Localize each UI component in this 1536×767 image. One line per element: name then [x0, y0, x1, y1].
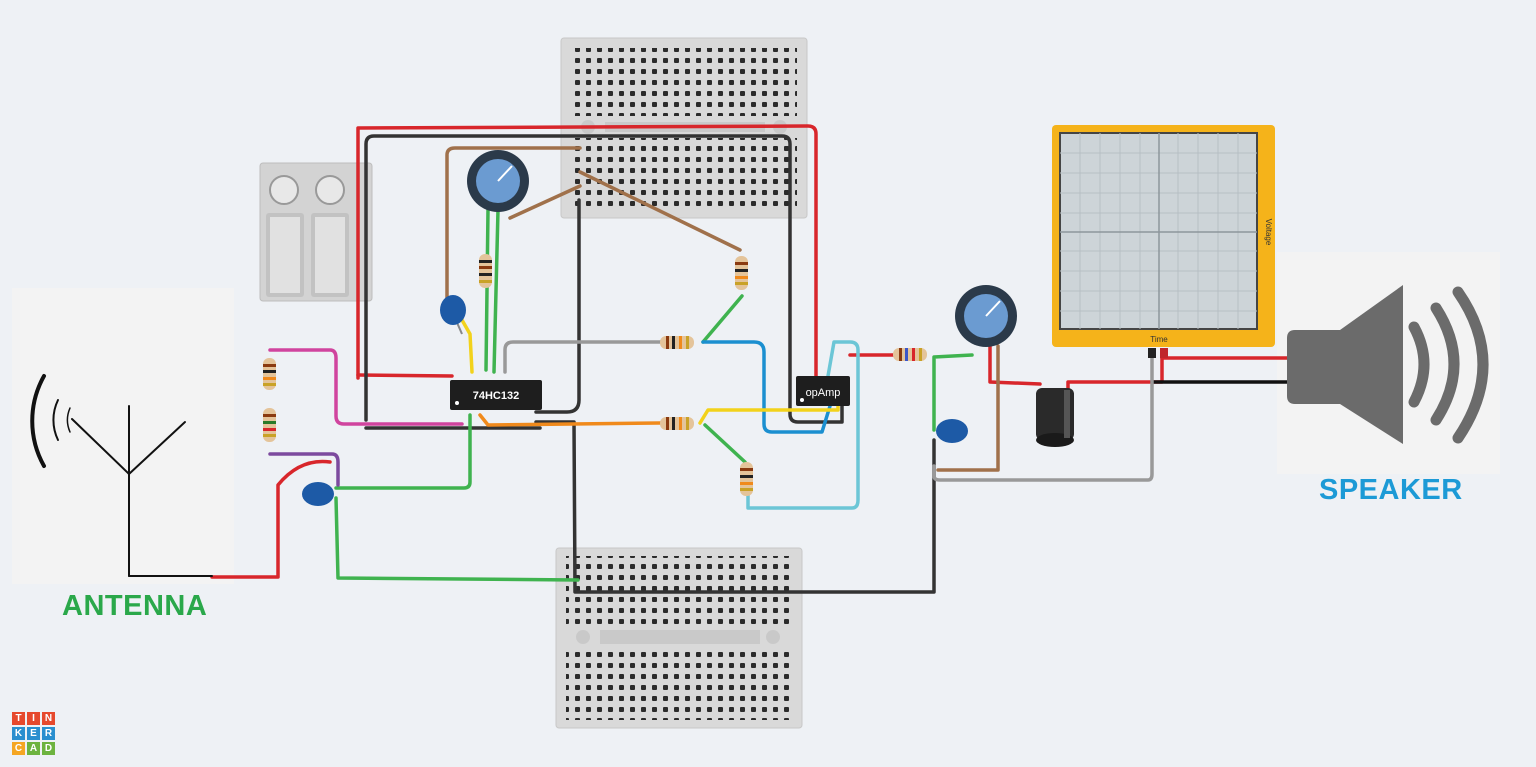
resistor-opamp-out[interactable] [893, 348, 927, 361]
wire-magenta[interactable] [268, 348, 464, 426]
ic-opamp-label: opAmp [806, 387, 841, 399]
logo-letter: I [27, 712, 40, 725]
logo-letter: A [27, 742, 40, 755]
tinkercad-logo: T I N K E R C A D [12, 712, 56, 756]
antenna-label: ANTENNA [62, 590, 208, 622]
logo-letter: K [12, 727, 25, 740]
resistor-antenna-b[interactable] [263, 408, 276, 442]
wire-red-ic[interactable] [356, 373, 454, 378]
breadboard-bottom[interactable] [555, 547, 803, 729]
wire-green-res-top[interactable] [701, 294, 744, 344]
resistor-ic-bottom[interactable] [660, 417, 694, 430]
logo-letter: T [12, 712, 25, 725]
wire-cyan[interactable] [746, 340, 860, 510]
wire-brown-pot[interactable] [508, 184, 582, 220]
wire-gray-ic[interactable] [503, 340, 665, 374]
logo-letter: C [12, 742, 25, 755]
wire-black-gnd[interactable] [534, 420, 936, 594]
ic-opamp[interactable]: opAmp [796, 376, 850, 406]
wire-green-ic[interactable] [334, 413, 472, 490]
potentiometer-left[interactable] [467, 150, 529, 212]
wire-green-bottom[interactable] [334, 496, 580, 582]
breadboard-top[interactable] [560, 37, 808, 219]
wire-green-right[interactable] [932, 353, 974, 432]
ceramic-capacitor-right[interactable] [936, 419, 968, 443]
resistor-top-left[interactable] [479, 254, 492, 288]
antenna-panel[interactable] [12, 288, 234, 584]
wire-black-mid[interactable] [534, 198, 581, 414]
power-supply[interactable] [259, 162, 373, 302]
wire-brown-right[interactable] [936, 344, 1000, 472]
logo-letter: D [42, 742, 55, 755]
wire-yellow-ic[interactable] [460, 318, 474, 374]
electrolytic-capacitor[interactable] [1036, 388, 1074, 447]
logo-letter: R [42, 727, 55, 740]
ic-74hc132[interactable]: 74HC132 [450, 380, 542, 410]
potentiometer-right[interactable] [955, 285, 1017, 347]
wire-red-antenna[interactable] [210, 459, 332, 579]
speaker-label: SPEAKER [1319, 474, 1463, 506]
resistor-right-lower[interactable] [740, 462, 753, 496]
wire-brown-left[interactable] [445, 146, 582, 302]
logo-letter: N [42, 712, 55, 725]
antenna-icon [30, 374, 213, 577]
wire-red-scope[interactable] [1066, 353, 1164, 396]
ceramic-capacitor-antenna[interactable] [302, 482, 334, 506]
wire-purple[interactable] [268, 452, 340, 487]
wire-brown-diag[interactable] [578, 170, 742, 252]
ceramic-capacitor-top[interactable] [440, 295, 466, 335]
scope-voltage-label: Voltage [1264, 219, 1273, 246]
wire-green-pot-b[interactable] [492, 208, 500, 374]
wire-black-top[interactable] [364, 134, 844, 424]
wire-blue[interactable] [701, 340, 832, 434]
wire-gray-scope[interactable] [932, 348, 1154, 482]
ic-74hc132-label: 74HC132 [473, 390, 519, 402]
wire-red-cap[interactable] [988, 344, 1042, 386]
resistor-ic-top[interactable] [660, 336, 694, 349]
resistor-right-upper[interactable] [735, 256, 748, 290]
resistor-antenna-a[interactable] [263, 358, 276, 390]
wire-green-res-bot[interactable] [703, 423, 747, 464]
logo-letter: E [27, 727, 40, 740]
speaker-icon [1287, 285, 1489, 444]
wire-red-top[interactable] [356, 124, 818, 380]
wire-orange[interactable] [478, 413, 662, 427]
oscilloscope[interactable]: Time Voltage [1052, 125, 1275, 358]
scope-time-label: Time [1150, 335, 1168, 344]
wire-green-pot-a[interactable] [484, 208, 490, 372]
